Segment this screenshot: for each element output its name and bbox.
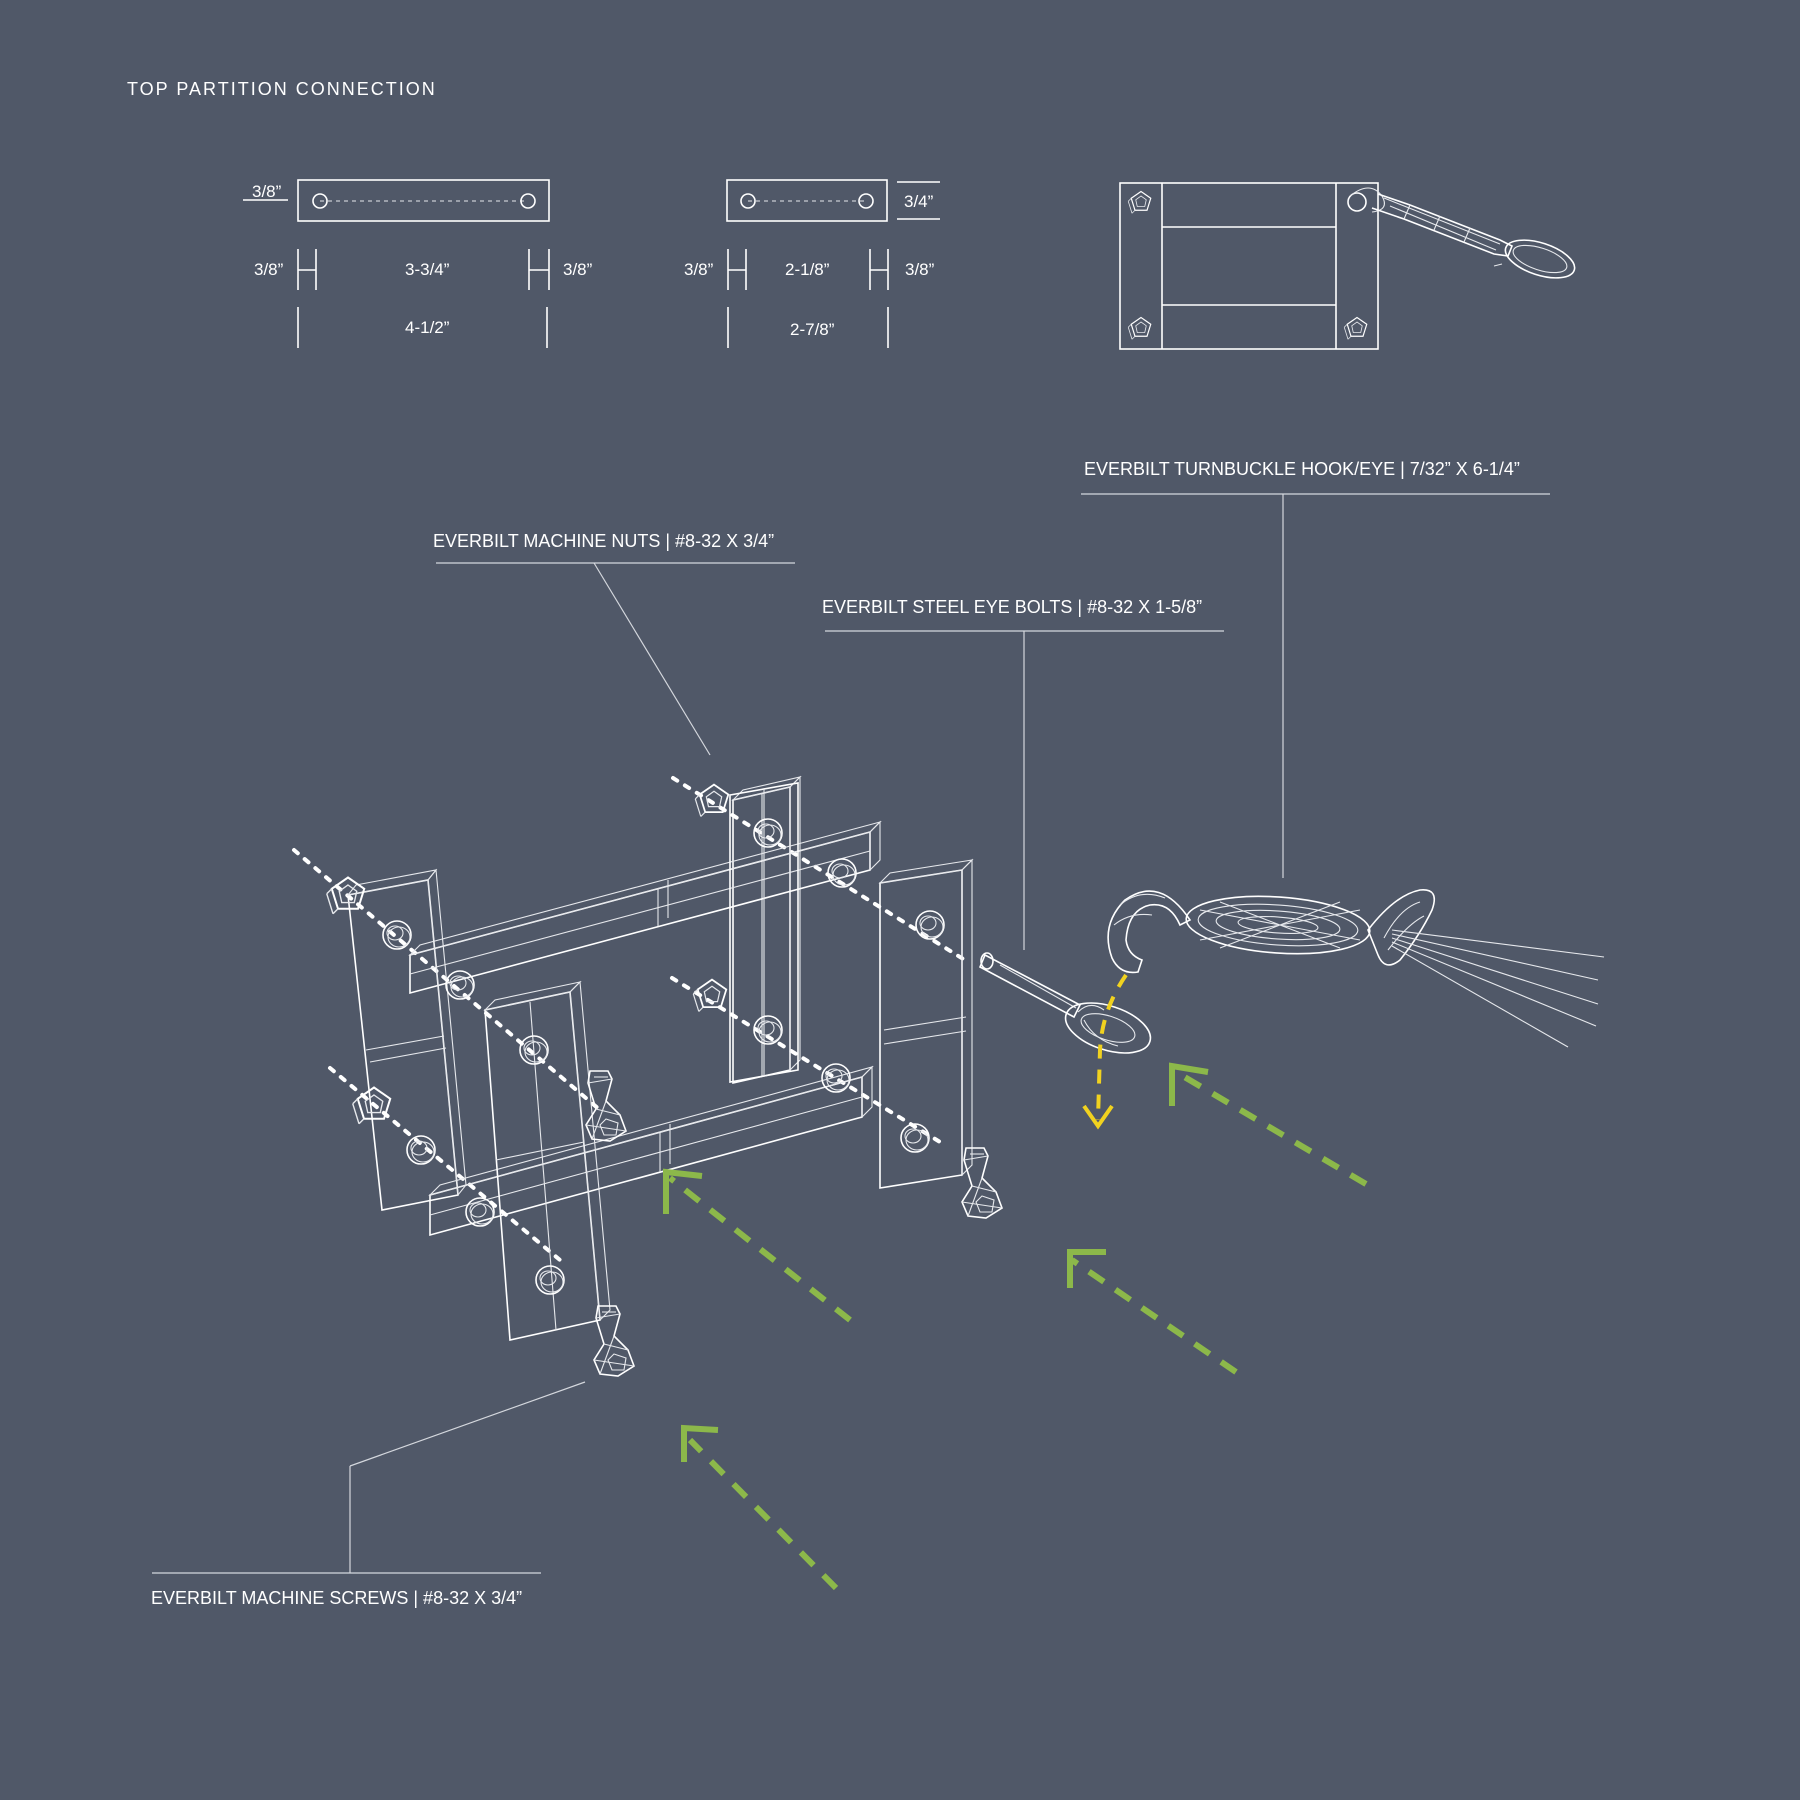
plate-a-drawing: 3/8” 3/8” 3-3/4” 3/8” 4-1/2” [243,179,593,348]
upright-left [346,868,467,1211]
hex-nut-icon [325,783,730,1125]
plate-b-thickness: 3/4” [904,192,934,211]
page-title: TOP PARTITION CONNECTION [127,79,437,99]
rail-bottom [428,1065,874,1237]
hook-direction-arrow [1082,973,1128,1130]
callout-nuts-label: EVERBILT MACHINE NUTS | #8-32 X 3/4” [433,531,774,551]
turnbuckle-small-icon [1347,187,1576,279]
upright-back-center [729,782,799,1083]
frame-top-view [1119,182,1576,350]
exploded-assembly [292,775,1605,1591]
plate-a-edge-right: 3/8” [563,260,593,279]
callout-eye-bolts-label: EVERBILT STEEL EYE BOLTS | #8-32 X 1-5/8… [822,597,1202,617]
plate-b-hole-spacing: 2-1/8” [785,260,830,279]
upright-front-middle [483,980,611,1341]
upright-back-right [731,775,802,1085]
callout-nuts: EVERBILT MACHINE NUTS | #8-32 X 3/4” [433,531,795,756]
callout-screws: EVERBILT MACHINE SCREWS | #8-32 X 3/4” [151,1381,586,1608]
plate-b-edge-right: 3/8” [905,260,935,279]
turnbuckle-icon [1107,889,1605,1048]
plate-b-drawing: 3/4” 3/8” 2-1/8” 3/8” 2-7/8” [684,179,940,348]
plate-a-hole-spacing: 3-3/4” [405,260,450,279]
callout-turnbuckle-label: EVERBILT TURNBUCKLE HOOK/EYE | 7/32” X 6… [1084,459,1520,479]
insert-direction-arrows [663,1062,1368,1591]
machine-screw-icon [585,1070,1003,1377]
callout-eye-bolts: EVERBILT STEEL EYE BOLTS | #8-32 X 1-5/8… [822,597,1224,950]
eye-bolt-icon [978,952,1152,1054]
rail-top [408,820,882,995]
callout-screws-label: EVERBILT MACHINE SCREWS | #8-32 X 3/4” [151,1588,522,1608]
plate-a-thickness: 3/8” [252,182,282,201]
upright-right [878,858,974,1189]
plate-b-edge-left: 3/8” [684,260,714,279]
plate-b-overall: 2-7/8” [790,320,835,339]
callout-turnbuckle: EVERBILT TURNBUCKLE HOOK/EYE | 7/32” X 6… [1081,459,1550,878]
plate-a-edge-left: 3/8” [254,260,284,279]
plate-a-overall: 4-1/2” [405,318,450,337]
